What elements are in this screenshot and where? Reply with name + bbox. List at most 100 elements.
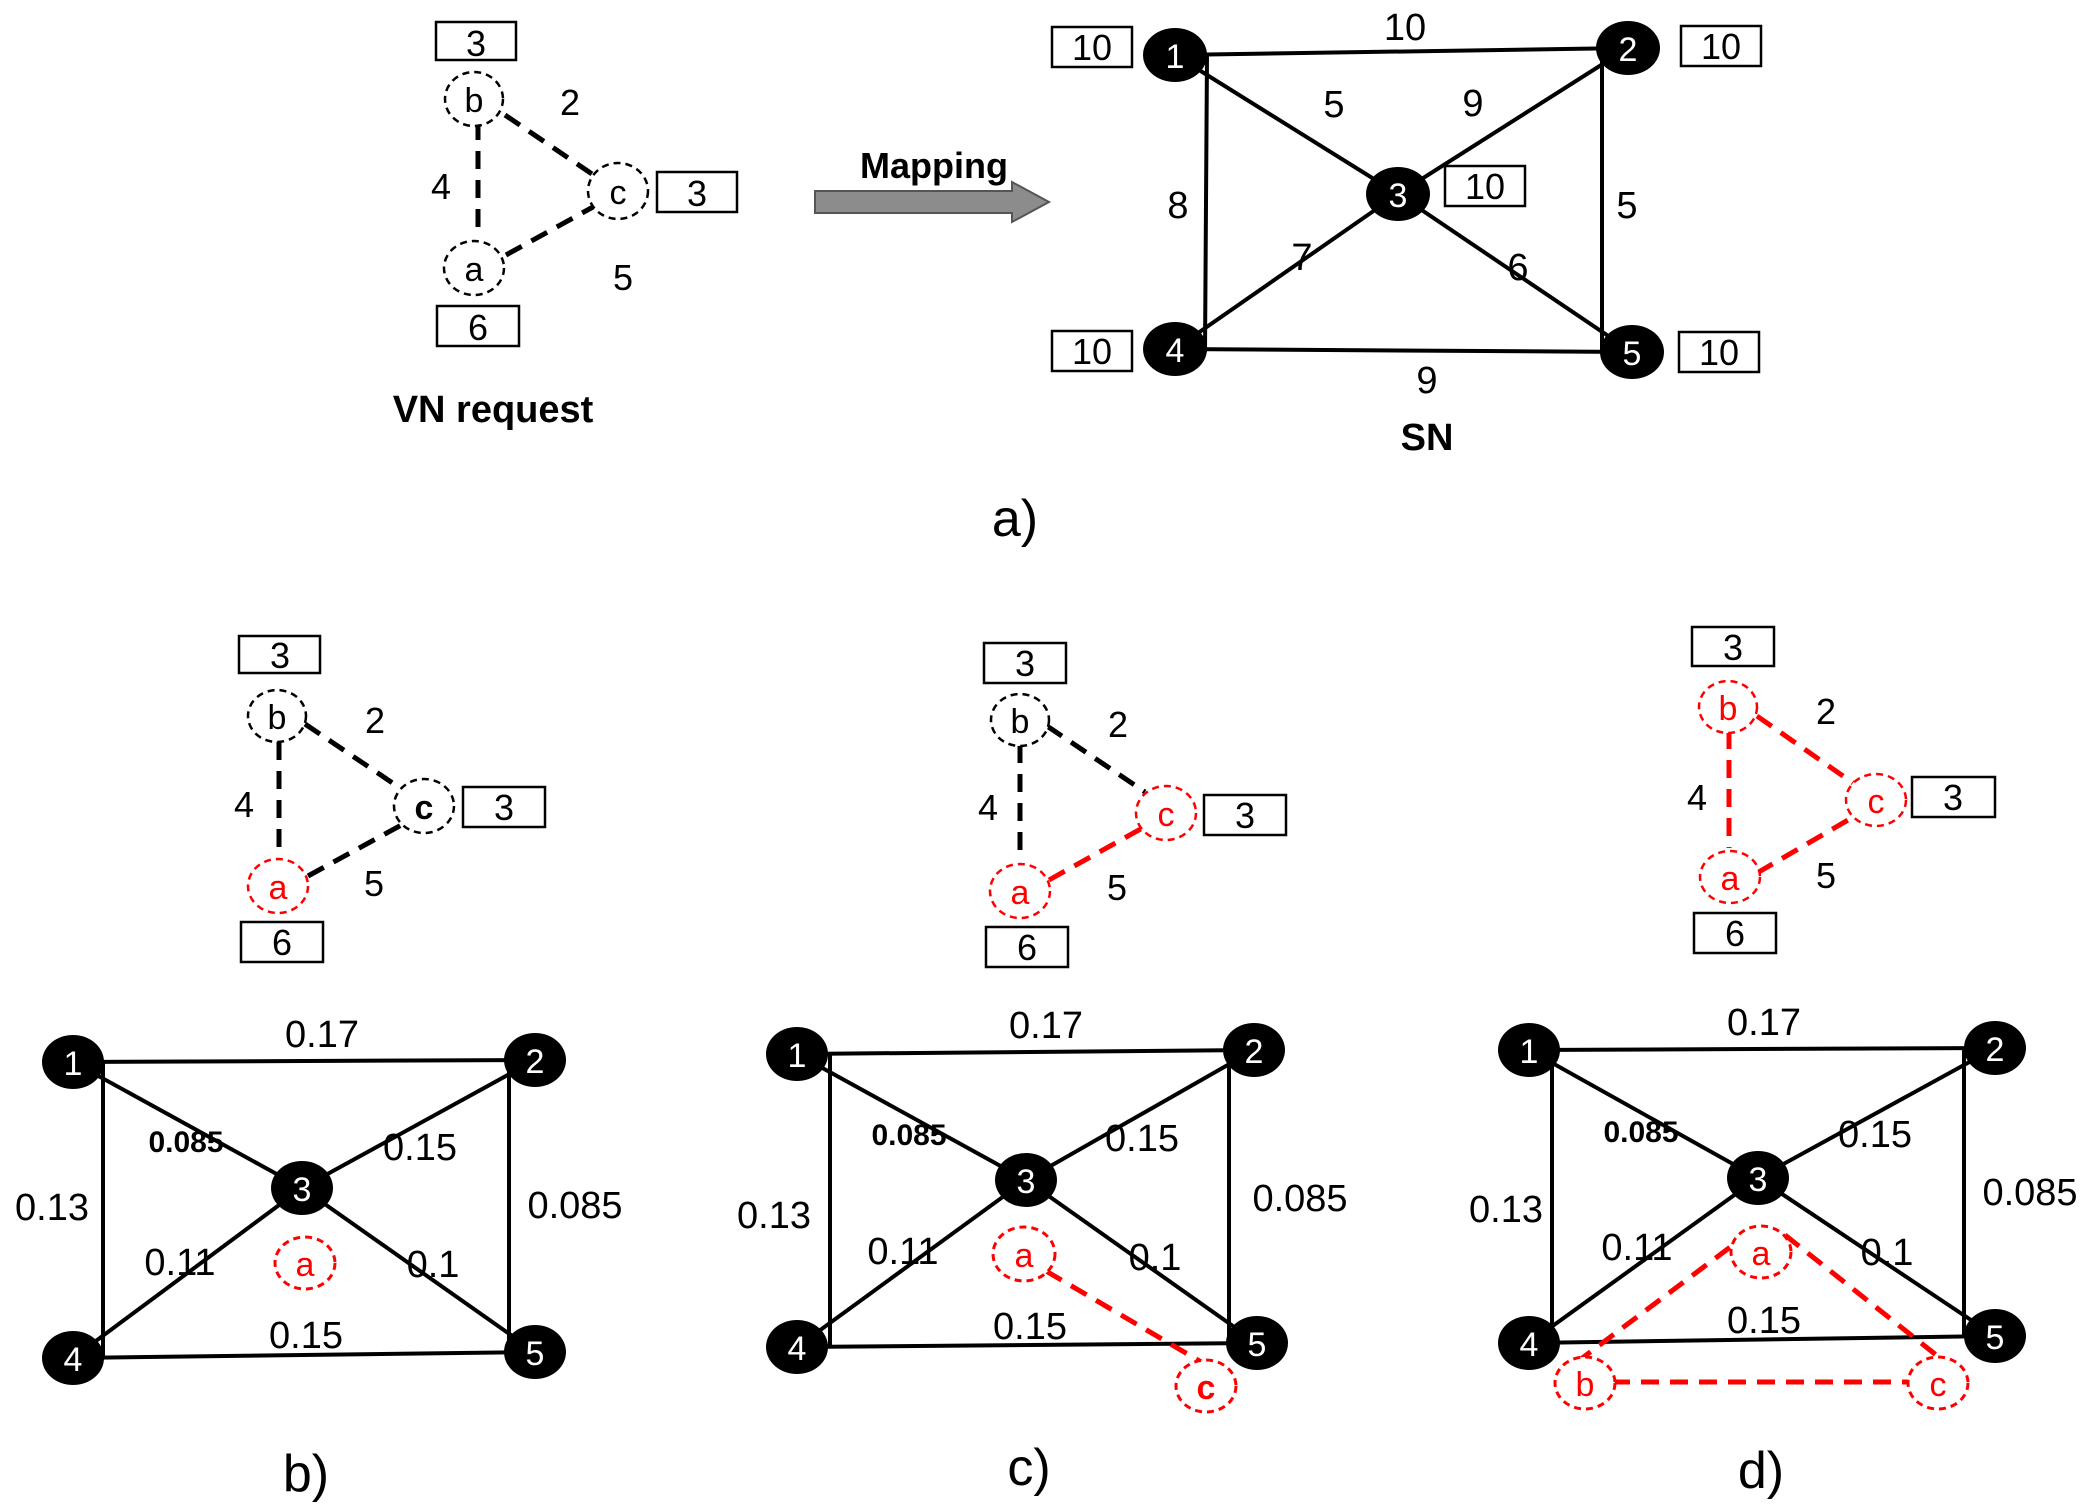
vn-weight-a-c: 5	[1107, 867, 1127, 908]
mapped-vn-node-c-label: c	[1930, 1366, 1947, 1404]
mapped-link-a-c	[1044, 1268, 1210, 1369]
mapped-vn-node-c	[1906, 1355, 1970, 1411]
sn-link-5-3	[300, 1186, 537, 1354]
mapped-vn-node-a-label: a	[296, 1246, 315, 1284]
sn-node-3-label: 3	[1749, 1161, 1768, 1199]
sn-weight-1-2: 10	[1384, 7, 1426, 49]
sn-weight-4-3: 0.11	[144, 1242, 215, 1284]
panel-a: 3 3 6 b c a 2 4 5 VN request Mapping	[393, 7, 1763, 548]
mapping-label: Mapping	[860, 145, 1008, 186]
sn-weight-5-3: 0.1	[407, 1244, 460, 1286]
panel-b: 3 3 6 b c a 2 4 5 0.17 0.085	[15, 634, 623, 1503]
vn-weight-a-c: 5	[364, 863, 384, 904]
vn-capacity-a: 6	[1725, 913, 1745, 954]
vn-node-b	[443, 70, 505, 128]
vn-node-b	[989, 692, 1051, 748]
sn-link-5-3	[1756, 1176, 1997, 1338]
sn-link-1-3	[72, 1060, 303, 1190]
sn-node-1	[1143, 28, 1207, 82]
vn-weight-b-c: 2	[560, 82, 580, 123]
vn-weight-b-a: 4	[431, 166, 451, 207]
sn-weight-1-3: 0.085	[871, 1119, 946, 1152]
sn-weight-4-3: 0.11	[867, 1231, 938, 1273]
sn-weight-2-3: 9	[1462, 83, 1483, 125]
sn-link-1-4	[1203, 54, 1209, 353]
vn-capacity-box-a	[435, 304, 521, 348]
mapping-arrow: Mapping	[814, 145, 1052, 224]
vn-node-c-label: c	[1158, 796, 1175, 834]
vn-node-c	[392, 777, 456, 835]
sn-node-3-label: 3	[293, 1171, 312, 1209]
vn-weight-b-a: 4	[978, 787, 998, 828]
sn-node-1	[1498, 1023, 1560, 1077]
sn-node-5	[1226, 1316, 1288, 1370]
sn-weight-5-3: 6	[1507, 247, 1528, 289]
vn-capacity-c: 3	[1943, 777, 1963, 818]
sn-capacity-box-1	[1050, 25, 1134, 69]
sn-node-3-label: 3	[1389, 177, 1408, 215]
sn-link-1-3	[1528, 1048, 1759, 1180]
vn-link-a-c	[306, 820, 407, 879]
vn-capacity-box-c	[1202, 793, 1288, 837]
sn-node-4	[42, 1331, 104, 1385]
mapped-vn-node-a-label: a	[1015, 1237, 1034, 1275]
vn-node-c-label: c	[610, 174, 627, 212]
sn-link-1-2	[796, 1048, 1255, 1056]
sn-link-4-5	[796, 1341, 1258, 1349]
panel-d-vn: 3 3 6 b c a 2 4 5	[1687, 625, 1997, 955]
sn-weight-1-3: 0.085	[148, 1126, 223, 1159]
sn-node-4	[1498, 1316, 1560, 1370]
panel-b-vn: 3 3 6 b c a 2 4 5	[234, 634, 547, 964]
panel-c-caption: c)	[1007, 1439, 1050, 1497]
sn-capacity-box-3	[1443, 164, 1527, 208]
sn-node-2	[1223, 1023, 1285, 1077]
vn-node-a-mapped	[1698, 849, 1762, 905]
vn-node-c	[586, 161, 650, 221]
panel-b-sn: 0.17 0.085 0.15 0.13 0.085 0.11 0.1 0.15…	[15, 1014, 623, 1385]
vn-node-a-mapped	[246, 857, 310, 915]
sn-capacity-3: 10	[1465, 166, 1505, 207]
vn-capacity-b: 3	[270, 635, 290, 676]
panel-d-caption: d)	[1738, 1442, 1784, 1500]
vn-node-a-label: a	[1721, 860, 1740, 898]
sn-weight-5-3: 0.1	[1861, 1232, 1914, 1274]
sn-capacity-box-2	[1679, 24, 1763, 68]
sn-weight-2-3: 0.15	[383, 1127, 457, 1169]
sn-link-1-2	[1174, 46, 1629, 57]
vn-capacity-a: 6	[272, 922, 292, 963]
vn-node-c-label: c	[415, 789, 434, 827]
arrow-right-icon	[814, 180, 1052, 224]
sn-node-5-label: 5	[1248, 1326, 1267, 1364]
vn-node-c-mapped	[1844, 772, 1908, 828]
vn-capacity-box-c	[461, 785, 547, 829]
mapped-vn-node-b-label: b	[1576, 1366, 1595, 1404]
vn-weight-b-c: 2	[1816, 691, 1836, 732]
sn-link-1-2	[1528, 1046, 1996, 1052]
mapped-vn-node-c	[1174, 1358, 1238, 1414]
sn-weight-1-4: 0.13	[1469, 1189, 1543, 1231]
sn-link-1-3	[1173, 53, 1400, 196]
sn-node-1-label: 1	[1520, 1033, 1539, 1071]
sn-node-5	[1964, 1309, 2026, 1363]
sn-node-2-label: 2	[1986, 1031, 2005, 1069]
sn-weight-1-3: 0.085	[1603, 1116, 1678, 1149]
vn-node-a	[442, 239, 506, 297]
sn-link-1-2	[72, 1058, 536, 1064]
vn-capacity-box-c	[1910, 775, 1997, 819]
vn-node-b-label: b	[1011, 703, 1030, 741]
sn-node-4	[1143, 322, 1207, 376]
sn-weight-5-3: 0.1	[1129, 1237, 1182, 1279]
sn-node-3	[271, 1161, 333, 1215]
sn-node-4-label: 4	[788, 1330, 807, 1368]
sn-link-4-3	[1527, 1176, 1760, 1345]
sn-link-4-5	[1174, 347, 1633, 354]
vn-capacity-box-b	[982, 641, 1068, 685]
sn-node-1-label: 1	[788, 1037, 807, 1075]
sn-node-3	[1727, 1151, 1789, 1205]
mapped-vn-node-a	[273, 1235, 337, 1291]
sn-link-4-3	[71, 1186, 304, 1360]
sn-weight-2-3: 0.15	[1105, 1118, 1179, 1160]
sn-capacity-1: 10	[1072, 27, 1112, 68]
sn-link-4-5	[72, 1350, 536, 1360]
sn-node-4-label: 4	[1520, 1326, 1539, 1364]
